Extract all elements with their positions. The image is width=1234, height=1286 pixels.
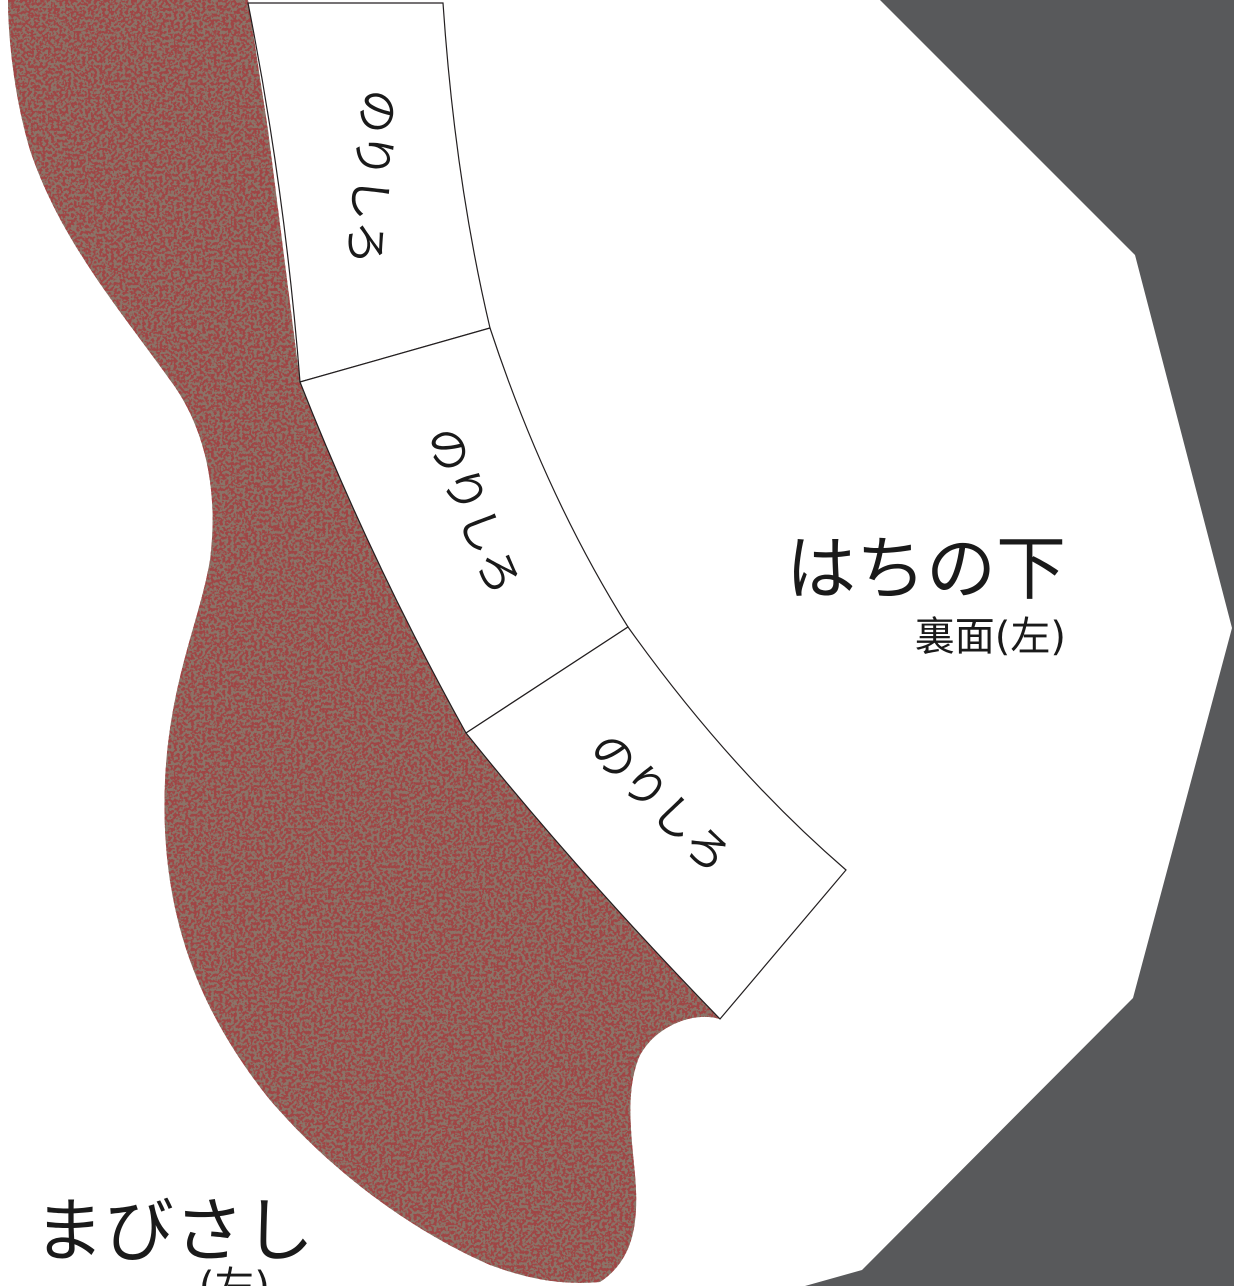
glue-tab-3: のりしろ [465,626,847,1020]
hachi-no-shita-title: はちの下 [786,528,1066,610]
mabisashi-title: まびさし [34,1190,314,1272]
outer-gray-region [805,0,1234,1286]
hachi-no-shita-subtitle: 裏面(左) [915,614,1066,660]
mabisashi-subtitle: (左) [199,1264,270,1286]
glue-tab-2: のりしろ [299,327,629,734]
glue-tab-1: のりしろ [247,2,491,383]
